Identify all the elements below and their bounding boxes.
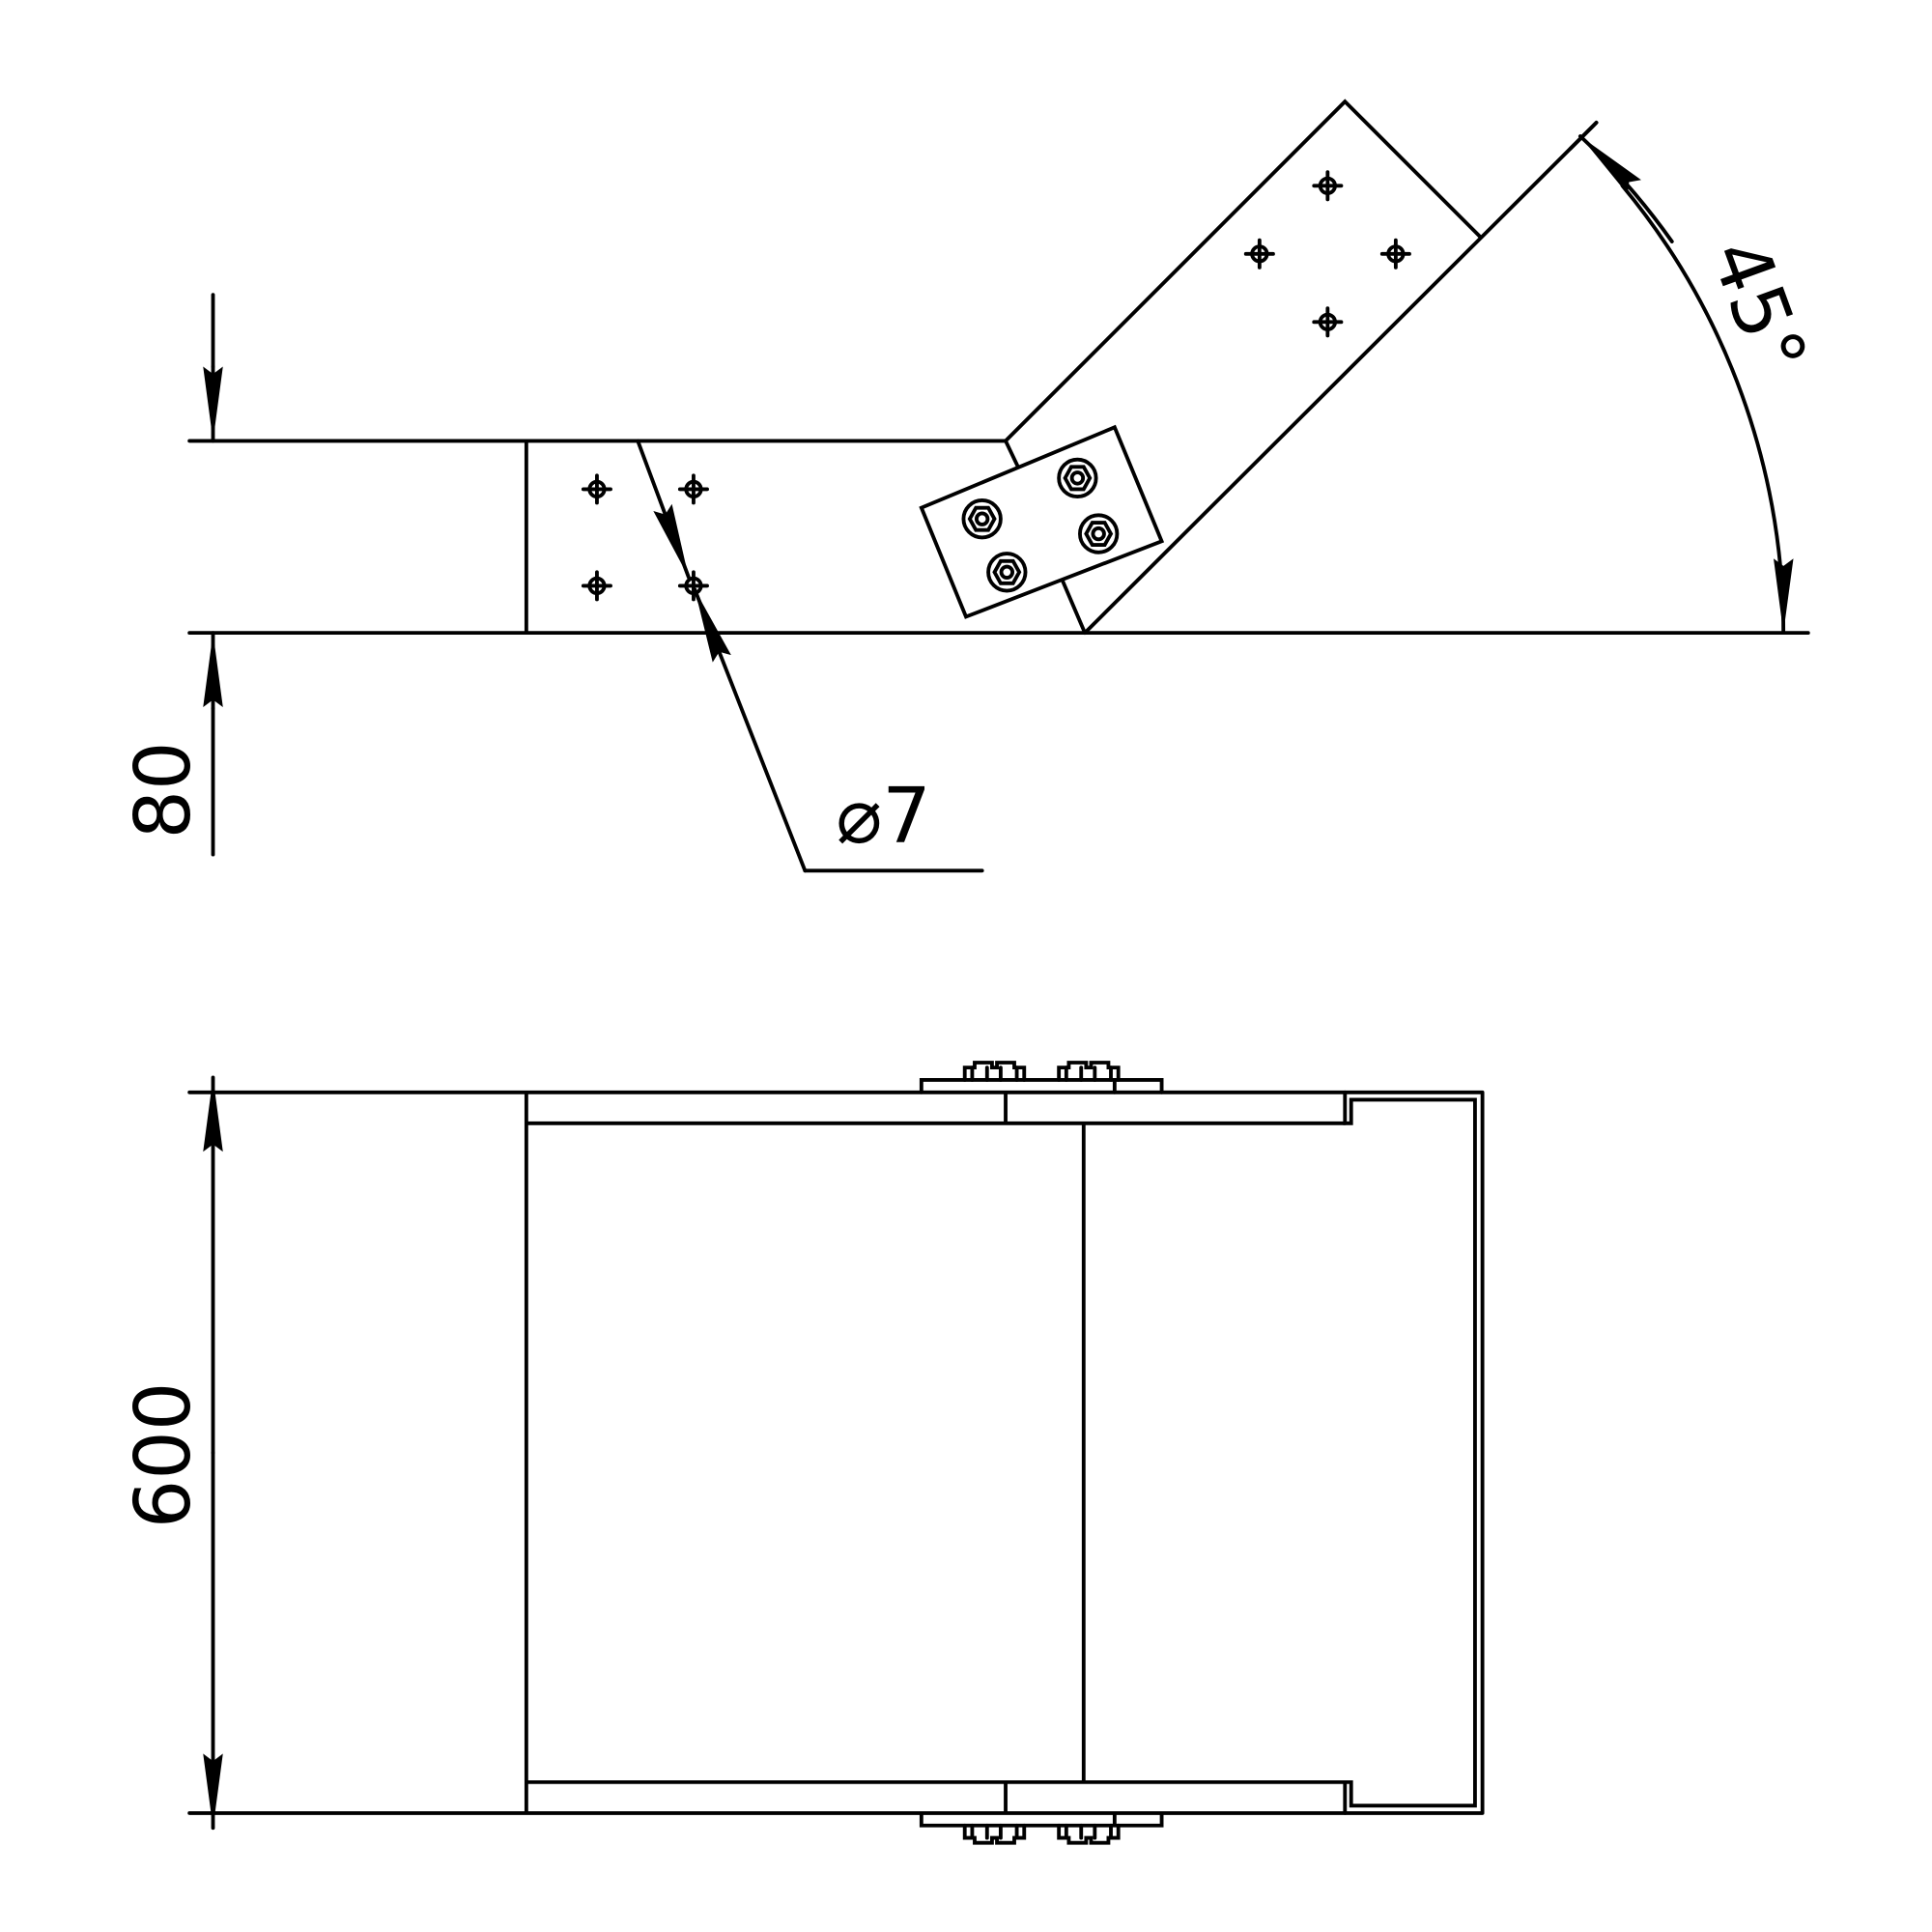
- bent-section: [1004, 99, 1599, 636]
- joint-plate: [919, 1078, 1164, 1828]
- dimension-angle: 45°: [1693, 227, 1825, 385]
- bottom-view: 600: [118, 1061, 1485, 1845]
- top-view: 80 ⌀7 45°: [118, 99, 1825, 873]
- joint-plate: [919, 424, 1165, 636]
- dimension-hole-diameter: ⌀7: [836, 771, 930, 861]
- nut-icon: [962, 1061, 1121, 1845]
- hole-marker-icon: [581, 170, 1411, 602]
- dimension-80: 80: [118, 741, 208, 838]
- dimension-600: 600: [118, 1382, 208, 1529]
